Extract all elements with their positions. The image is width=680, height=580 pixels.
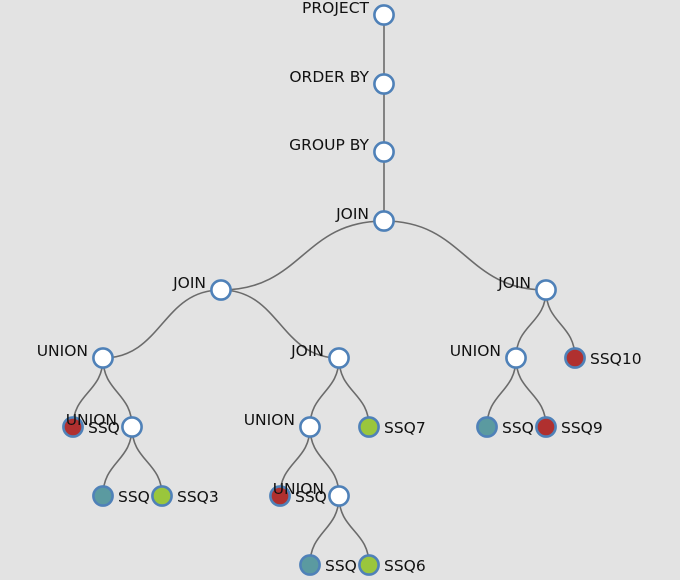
edge-union-d-to-ssq6 [338, 495, 370, 566]
subquery-node-circle[interactable] [299, 554, 321, 576]
edge-join-left-to-union-a [102, 289, 222, 359]
edge-union-r-to-ssq9 [515, 357, 547, 428]
node-join-left[interactable]: JOIN [172, 274, 232, 301]
operator-label: JOIN [172, 274, 206, 292]
subquery-label: SSQ [118, 488, 150, 506]
edge-join-right-to-union-r [515, 289, 547, 359]
subquery-label: SSQ9 [561, 419, 603, 437]
subquery-label: SSQ6 [384, 557, 426, 575]
subquery-node-circle[interactable] [476, 416, 498, 438]
subquery-label: SSQ3 [177, 488, 219, 506]
operator-label: UNION [37, 342, 88, 360]
subquery-label: SSQ10 [590, 350, 642, 368]
subquery-label: SSQ [295, 488, 327, 506]
operator-label: PROJECT [302, 0, 370, 17]
node-order-by[interactable]: ORDER BY [289, 68, 395, 95]
node-ssq-b1[interactable]: SSQ [92, 485, 150, 507]
node-union-c[interactable]: UNION [244, 411, 321, 438]
node-ssq-a1[interactable]: SSQ [62, 416, 120, 438]
operator-label: GROUP BY [289, 136, 369, 154]
operator-node-circle[interactable] [373, 141, 395, 163]
subquery-node-circle[interactable] [358, 416, 380, 438]
operator-label: JOIN [335, 205, 369, 223]
operator-node-circle[interactable] [210, 279, 232, 301]
node-ssq9[interactable]: SSQ9 [535, 416, 603, 438]
edge-join-root-to-join-left [220, 220, 385, 291]
operator-node-circle[interactable] [373, 73, 395, 95]
operator-node-circle[interactable] [535, 279, 557, 301]
edge-union-b-to-ssq3 [131, 426, 163, 497]
edge-join-mid-to-ssq7 [338, 357, 370, 428]
edge-union-r-to-ssq-r1 [486, 357, 517, 428]
edge-join-root-to-join-right [383, 220, 547, 291]
operator-node-circle[interactable] [92, 347, 114, 369]
subquery-node-circle[interactable] [151, 485, 173, 507]
node-ssq10[interactable]: SSQ10 [564, 347, 642, 369]
tree-nodes: PROJECT ORDER BY GROUP BY JOIN JOIN JOIN UNION… [37, 0, 642, 576]
subquery-node-circle[interactable] [564, 347, 586, 369]
subquery-node-circle[interactable] [535, 416, 557, 438]
node-ssq-c1[interactable]: SSQ [269, 485, 327, 507]
operator-node-circle[interactable] [373, 4, 395, 26]
node-ssq3[interactable]: SSQ3 [151, 485, 219, 507]
node-ssq7[interactable]: SSQ7 [358, 416, 426, 438]
edge-union-d-to-ssq-d1 [309, 495, 340, 566]
operator-node-circle[interactable] [505, 347, 527, 369]
node-join-mid[interactable]: JOIN [290, 342, 350, 369]
edge-union-b-to-ssq-b1 [102, 426, 133, 497]
operator-label: JOIN [497, 274, 531, 292]
subquery-label: SSQ [325, 557, 357, 575]
edge-join-mid-to-union-c [309, 357, 340, 428]
node-union-b[interactable]: UNION [66, 411, 143, 438]
operator-node-circle[interactable] [299, 416, 321, 438]
subquery-node-circle[interactable] [269, 485, 291, 507]
subquery-label: SSQ [88, 419, 120, 437]
operator-label: ORDER BY [289, 68, 369, 86]
node-union-a[interactable]: UNION [37, 342, 114, 369]
node-ssq6[interactable]: SSQ6 [358, 554, 426, 576]
operator-label: JOIN [290, 342, 324, 360]
node-union-r[interactable]: UNION [450, 342, 527, 369]
subquery-node-circle[interactable] [358, 554, 380, 576]
node-ssq-d1[interactable]: SSQ [299, 554, 357, 576]
node-ssq-r1[interactable]: SSQ [476, 416, 534, 438]
node-join-root[interactable]: JOIN [335, 205, 395, 232]
operator-label: UNION [273, 480, 324, 498]
operator-label: UNION [244, 411, 295, 429]
operator-node-circle[interactable] [328, 347, 350, 369]
edge-join-right-to-ssq10 [545, 289, 576, 359]
node-join-right[interactable]: JOIN [497, 274, 557, 301]
operator-label: UNION [66, 411, 117, 429]
operator-node-circle[interactable] [373, 210, 395, 232]
edge-join-left-to-join-mid [220, 289, 340, 359]
subquery-label: SSQ [502, 419, 534, 437]
subquery-label: SSQ7 [384, 419, 426, 437]
subquery-node-circle[interactable] [62, 416, 84, 438]
operator-label: UNION [450, 342, 501, 360]
node-group-by[interactable]: GROUP BY [289, 136, 395, 163]
subquery-node-circle[interactable] [92, 485, 114, 507]
operator-node-circle[interactable] [121, 416, 143, 438]
node-project[interactable]: PROJECT [302, 0, 395, 26]
node-union-d[interactable]: UNION [273, 480, 350, 507]
operator-node-circle[interactable] [328, 485, 350, 507]
